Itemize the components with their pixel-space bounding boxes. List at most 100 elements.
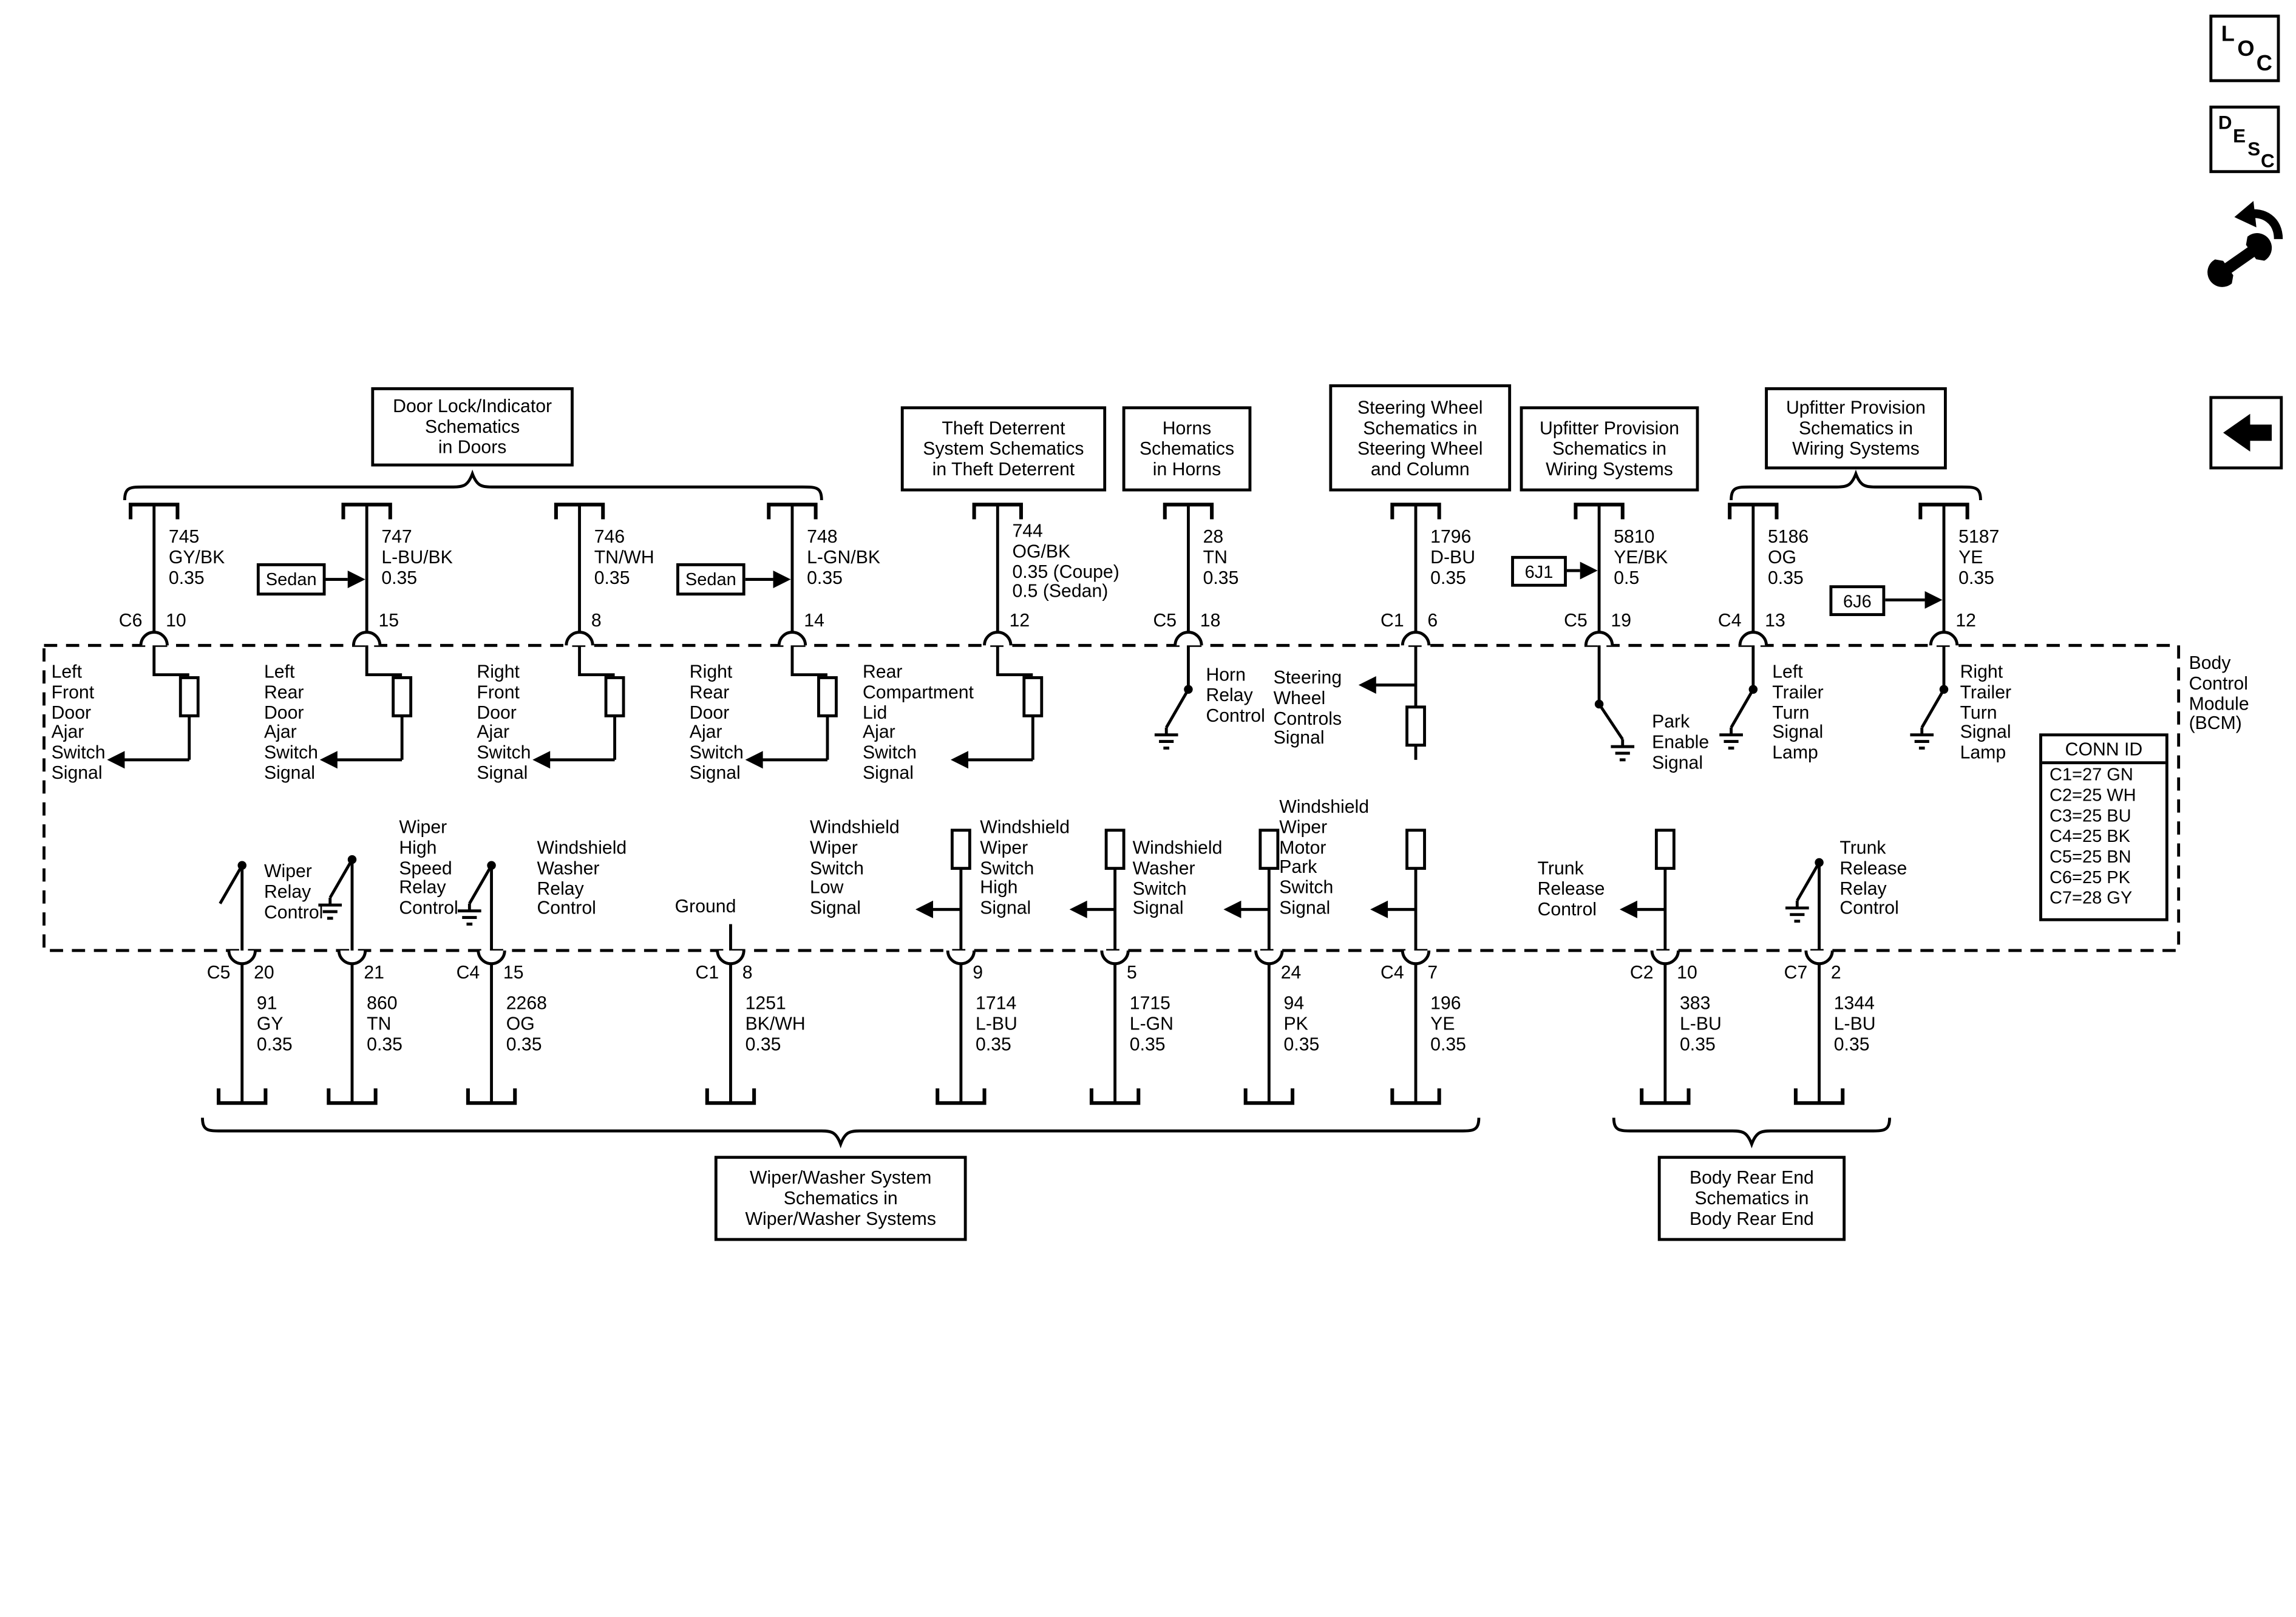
reference-box-steering[interactable]: Steering Wheel Schematics in Steering Wh…	[1329, 384, 1512, 492]
pin-label: 14	[804, 610, 824, 631]
pin-label: 21	[364, 962, 384, 983]
top-circuit-3	[532, 504, 623, 769]
top-circuit-8	[1575, 504, 1634, 759]
arrowhead-icon	[1580, 561, 1598, 580]
sedan-tag: Sedan	[256, 563, 326, 596]
pin-label: 7	[1427, 962, 1438, 983]
wire-spec-label: 1715 L-GN 0.35	[1129, 993, 1173, 1054]
arrowhead-icon	[1370, 900, 1388, 918]
resistor-icon	[1106, 830, 1124, 869]
conn-id-row: C6=25 PK	[2049, 867, 2131, 888]
module-connector-icon	[948, 951, 974, 964]
bottom-circuit-8	[1370, 830, 1439, 1103]
pin-label: 10	[1677, 962, 1697, 983]
splice-tag-6j1: 6J1	[1511, 555, 1567, 587]
reference-box-horns[interactable]: Horns Schematics in Horns	[1122, 406, 1252, 492]
wire-spec-label: 860 TN 0.35	[367, 993, 402, 1054]
signal-name-label: Left Front Door Ajar Switch Signal	[51, 661, 106, 784]
module-connector-icon	[718, 951, 744, 964]
resistor-icon	[952, 830, 970, 869]
pin-label: 10	[166, 610, 186, 631]
reference-box-upfitter-2[interactable]: Upfitter Provision Schematics in Wiring …	[1765, 387, 1947, 470]
reference-box-body-rear-end[interactable]: Body Rear End Schematics in Body Rear En…	[1657, 1156, 1846, 1241]
tag-arrows	[325, 561, 1943, 609]
conn-id-row: C1=27 GN	[2049, 764, 2133, 785]
wire-spec-label: 748 L-GN/BK 0.35	[807, 526, 880, 588]
conn-id-row: C3=25 BU	[2049, 805, 2131, 826]
wire-spec-label: 196 YE 0.35	[1430, 993, 1467, 1054]
bottom-circuit-10	[1785, 858, 1843, 1103]
connector-label: C5	[206, 962, 231, 983]
connector-label: C4	[1381, 962, 1404, 983]
splice-tag-6j6: 6J6	[1829, 585, 1886, 616]
wire-spec-label: 5187 YE 0.35	[1958, 526, 2000, 588]
loc-letter: L	[2221, 22, 2235, 47]
signal-name-label: Left Rear Door Ajar Switch Signal	[263, 661, 318, 784]
wrench-arrow-icon[interactable]	[2198, 200, 2289, 288]
sedan-tag: Sedan	[676, 563, 746, 596]
signal-name-label: Right Front Door Ajar Switch Signal	[477, 661, 531, 784]
reference-box-wiper-washer[interactable]: Wiper/Washer System Schematics in Wiper/…	[714, 1156, 967, 1241]
arrowhead-icon	[1619, 900, 1637, 918]
module-connector-icon	[1256, 951, 1282, 964]
resistor-icon	[1024, 677, 1042, 716]
module-connector-icon	[1652, 951, 1678, 964]
rear-group-brace	[1612, 1117, 1891, 1148]
module-name-label: Body Control Module (BCM)	[2189, 653, 2249, 734]
module-connector-icon	[339, 951, 365, 964]
conn-id-row: C4=25 BK	[2049, 825, 2131, 847]
desc-letter: D	[2218, 111, 2232, 134]
bottom-circuit-7	[1223, 830, 1292, 1103]
connector-label: C5	[1153, 610, 1177, 631]
top-circuit-6	[1155, 504, 1212, 748]
reference-box-upfitter-1[interactable]: Upfitter Provision Schematics in Wiring …	[1520, 406, 1699, 492]
pin-label: 12	[1009, 610, 1030, 631]
signal-name-label: Windshield Washer Relay Control	[537, 837, 627, 919]
signal-name-label: Trunk Release Control	[1537, 858, 1605, 920]
top-circuit-2	[319, 504, 411, 769]
conn-id-row: C5=25 BN	[2049, 846, 2131, 867]
module-connector-icon	[1175, 632, 1201, 646]
wire-spec-label: 744 OG/BK 0.35 (Coupe) 0.5 (Sedan)	[1012, 520, 1119, 602]
module-connector-icon	[478, 951, 504, 964]
switch-icon	[1731, 685, 1758, 728]
signal-name-label: Wiper High Speed Relay Control	[399, 817, 458, 919]
top-circuit-7	[1358, 504, 1439, 760]
loc-icon[interactable]: L O C	[2209, 15, 2280, 83]
wire-spec-label: 1714 L-BU 0.35	[976, 993, 1017, 1054]
wire-spec-label: 746 TN/WH 0.35	[594, 526, 654, 588]
wire-spec-label: 747 L-BU/BK 0.35	[381, 526, 453, 588]
signal-name-label: Horn Relay Control	[1206, 664, 1265, 726]
wire-spec-label: 2268 OG 0.35	[506, 993, 547, 1054]
arrowhead-icon	[1358, 676, 1376, 694]
arrowhead-icon	[532, 751, 551, 769]
pin-label: 13	[1765, 610, 1785, 631]
wiper-group-brace	[201, 1117, 1481, 1148]
arrowhead-icon	[915, 900, 933, 918]
module-connector-icon	[353, 632, 379, 646]
arrowhead-icon	[1924, 591, 1943, 609]
pin-label: 2	[1830, 962, 1841, 983]
pin-label: 6	[1427, 610, 1438, 631]
signal-name-label: Windshield Wiper Motor Park Switch Signa…	[1279, 796, 1370, 918]
top-circuit-10	[1910, 504, 1967, 748]
arrowhead-icon	[745, 751, 763, 769]
pin-label: 20	[254, 962, 274, 983]
bottom-circuit-4	[707, 924, 754, 1103]
loc-letter: C	[2256, 51, 2272, 76]
back-arrow-glyph	[2223, 413, 2272, 452]
desc-icon[interactable]: D E S C	[2209, 105, 2280, 174]
reference-box-theft[interactable]: Theft Deterrent System Schematics in The…	[900, 406, 1107, 492]
reference-box-door-lock[interactable]: Door Lock/Indicator Schematics in Doors	[371, 387, 574, 467]
signal-name-label: Steering Wheel Controls Signal	[1273, 667, 1342, 749]
arrowhead-icon	[347, 571, 365, 589]
ground-icon	[1785, 901, 1809, 921]
pin-label: 24	[1280, 962, 1302, 983]
connector-label: C5	[1564, 610, 1588, 631]
back-arrow-icon[interactable]	[2209, 396, 2283, 470]
wire-spec-label: 28 TN 0.35	[1203, 526, 1239, 588]
ground-icon	[1719, 728, 1743, 748]
bottom-circuit-3	[458, 861, 515, 1103]
conn-id-table: CONN ID C1=27 GN C2=25 WH C3=25 BU C4=25…	[2039, 733, 2169, 921]
conn-id-title: CONN ID	[2042, 736, 2165, 765]
